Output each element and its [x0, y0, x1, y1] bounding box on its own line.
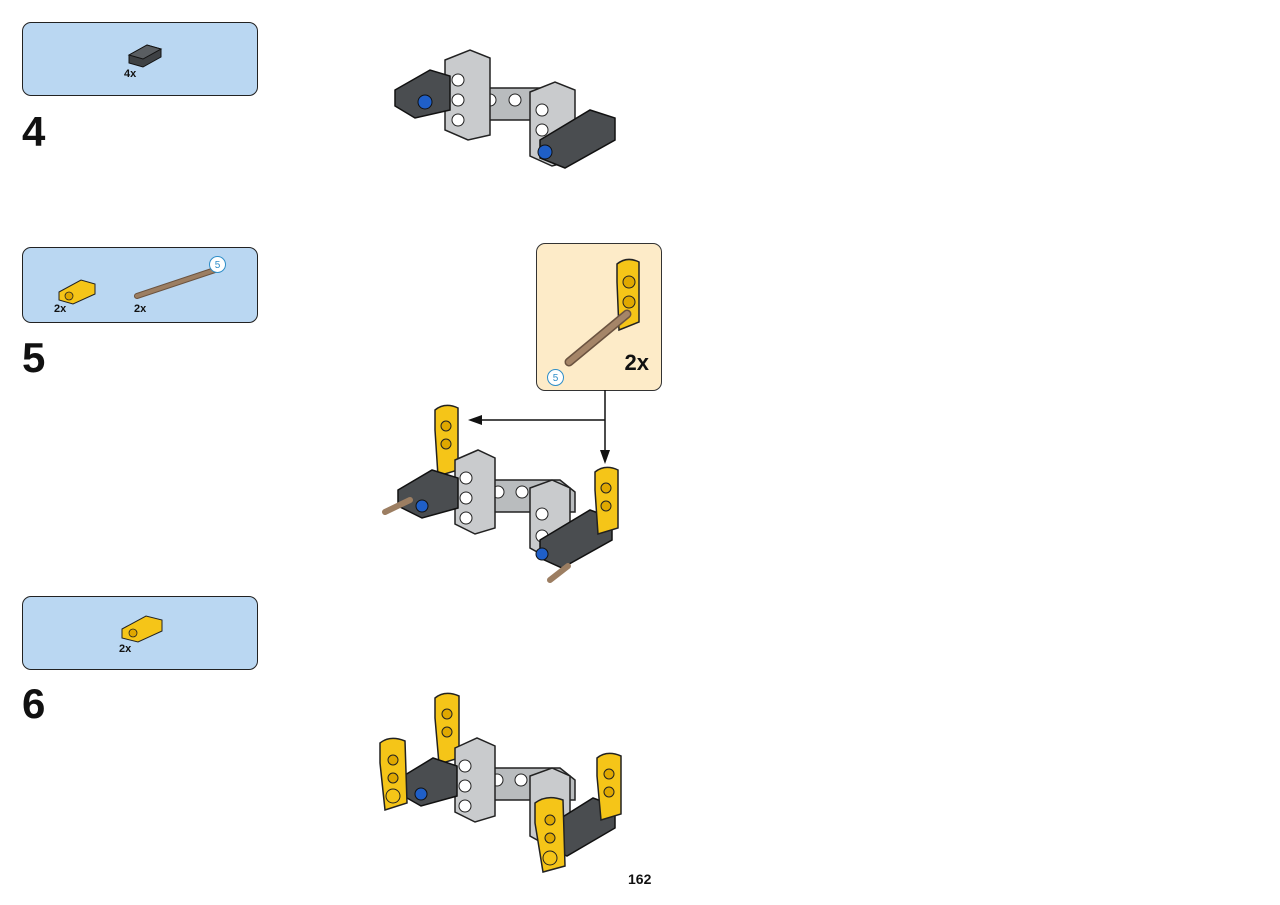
- tan-axle-icon: [134, 267, 218, 299]
- axle-length-badge: 5: [547, 369, 564, 386]
- step-number: 6: [22, 680, 46, 727]
- axle-length-badge: 5: [209, 256, 226, 273]
- yellow-cross-block-icon: [121, 615, 163, 643]
- sub-assembly-image: [564, 258, 640, 367]
- assembly-step-6-image: [379, 692, 622, 873]
- part-quantity: 4x: [124, 68, 137, 80]
- parts-list-step-5: 2x 2x 5: [22, 247, 258, 323]
- parts-list-step-4: 4x: [22, 22, 258, 96]
- part-quantity: 2x: [119, 643, 132, 655]
- arrow-down-icon: [600, 450, 610, 464]
- yellow-cross-block-icon: [58, 279, 96, 305]
- assembly-step-5-image: [382, 390, 619, 583]
- parts-list-step-6: 2x: [22, 596, 258, 670]
- sub-assembly-callout: 5 2x: [536, 243, 662, 391]
- part-quantity: 2x: [134, 303, 147, 315]
- step-number: 5: [22, 334, 46, 381]
- page-number: 162: [628, 871, 652, 887]
- arrow-left-icon: [468, 415, 482, 425]
- callout-multiplier: 2x: [624, 350, 649, 375]
- dark-grey-connector-icon: [127, 44, 163, 68]
- part-quantity: 2x: [54, 303, 67, 315]
- step-number: 4: [22, 108, 46, 155]
- assembly-step-4-image: [394, 49, 616, 169]
